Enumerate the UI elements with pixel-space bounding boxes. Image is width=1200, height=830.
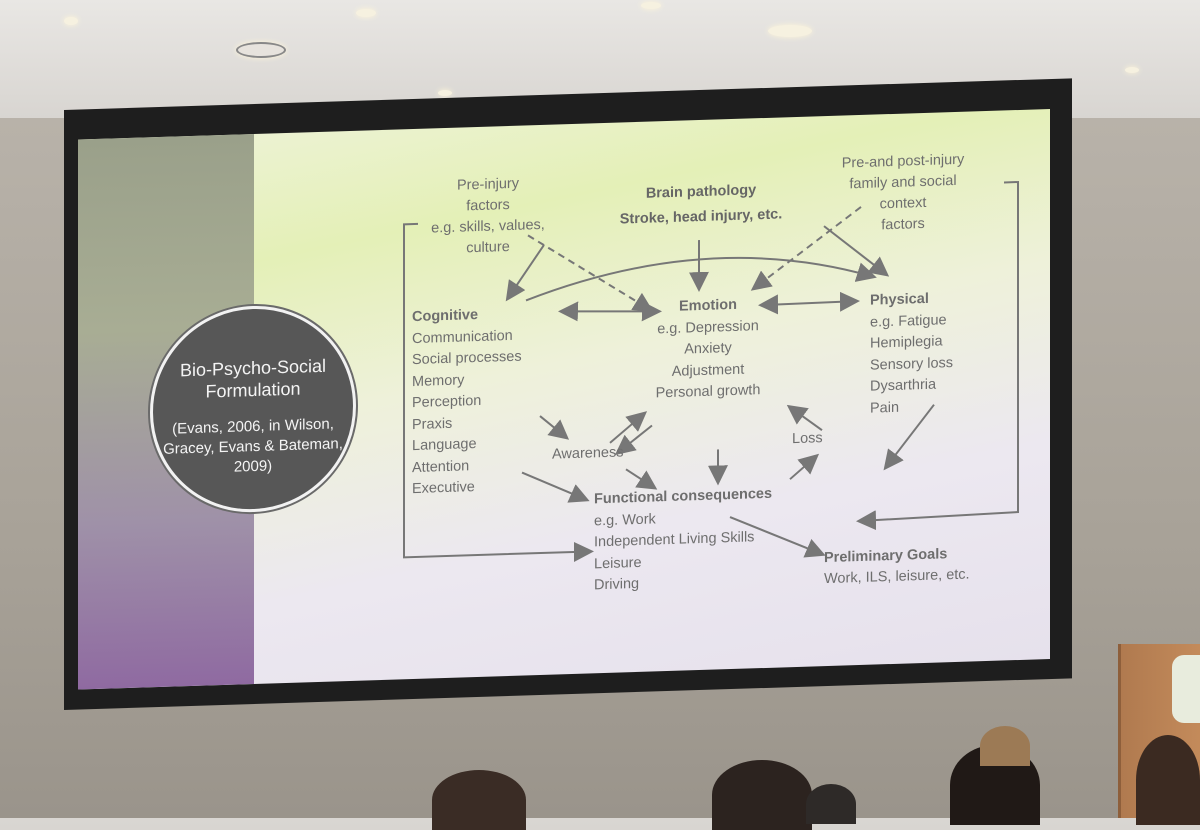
arrow-curve-cognitive-physical [525, 256, 877, 302]
arrow-awareness-functional [625, 468, 658, 490]
arrow-emotion-physical [758, 291, 860, 315]
podium-sign [1172, 655, 1200, 723]
physical-item: Dysarthria [870, 376, 937, 395]
audience-head [806, 784, 856, 824]
awareness-label: Awareness [552, 444, 624, 463]
physical-item: Pain [870, 399, 900, 417]
physical-item: Hemiplegia [870, 333, 943, 352]
cognitive-item: Executive [412, 479, 475, 498]
ceiling-light [1125, 67, 1139, 73]
arrow-cognitive-awareness [539, 415, 570, 440]
ceiling-light [768, 25, 812, 37]
context-factors: Pre-and post-injury family and social co… [818, 149, 988, 238]
arrow-functional-goals [729, 516, 826, 558]
audience-head [432, 770, 526, 830]
preliminary-goals: Preliminary Goals Work, ILS, leisure, et… [824, 544, 970, 591]
ceiling-light [64, 17, 78, 25]
cognitive-item: Social processes [412, 348, 522, 369]
projection-screen: Bio-Psycho-Social Formulation (Evans, 20… [64, 78, 1072, 710]
cognitive-block: Cognitive Communication Social processes… [412, 304, 522, 501]
arrow-context-emotion [750, 206, 862, 291]
feedback-bracket-right [856, 180, 1019, 531]
ceiling-light [438, 90, 452, 96]
physical-block: Physical e.g. Fatigue Hemiplegia Sensory… [870, 288, 953, 420]
pre-injury-factors: Pre-injury factors e.g. skills, values, … [418, 172, 558, 260]
arrow-cognitive-functional [521, 471, 590, 503]
ceiling-light [236, 42, 286, 58]
ceiling-light [356, 9, 376, 17]
physical-title: Physical [870, 290, 929, 309]
physical-item: Sensory loss [870, 354, 954, 374]
audience-head [1136, 735, 1200, 825]
arrow-cognitive-emotion [558, 301, 662, 322]
arrow-preinjury-cognitive [505, 244, 545, 302]
arrow-functional-loss [789, 453, 820, 480]
presentation-slide: Bio-Psycho-Social Formulation (Evans, 20… [78, 109, 1050, 690]
physical-item: e.g. Fatigue [870, 311, 947, 331]
emotion-block: Emotion e.g. Depression Anxiety Adjustme… [638, 294, 778, 406]
arrow-loss-emotion [786, 404, 823, 431]
arrow-emotion-awareness [614, 424, 653, 456]
feedback-bracket-left [403, 222, 594, 562]
audience-head [980, 726, 1030, 766]
loss-label: Loss [792, 430, 823, 448]
brain-pathology: Brain pathology Stroke, head injury, etc… [596, 179, 806, 232]
diagram-arrows [403, 180, 1019, 562]
arrow-awareness-emotion [609, 411, 648, 444]
functional-block: Functional consequences e.g. Work Indepe… [594, 484, 772, 597]
ceiling-light [641, 2, 661, 9]
arrow-preinjury-emotion [527, 234, 654, 312]
audience-head [712, 760, 812, 830]
pre-injury-line: e.g. skills, values, [431, 216, 545, 237]
pre-injury-line: culture [466, 238, 510, 257]
arrow-physical-functional [883, 404, 935, 471]
emotion-item: Personal growth [655, 382, 761, 402]
